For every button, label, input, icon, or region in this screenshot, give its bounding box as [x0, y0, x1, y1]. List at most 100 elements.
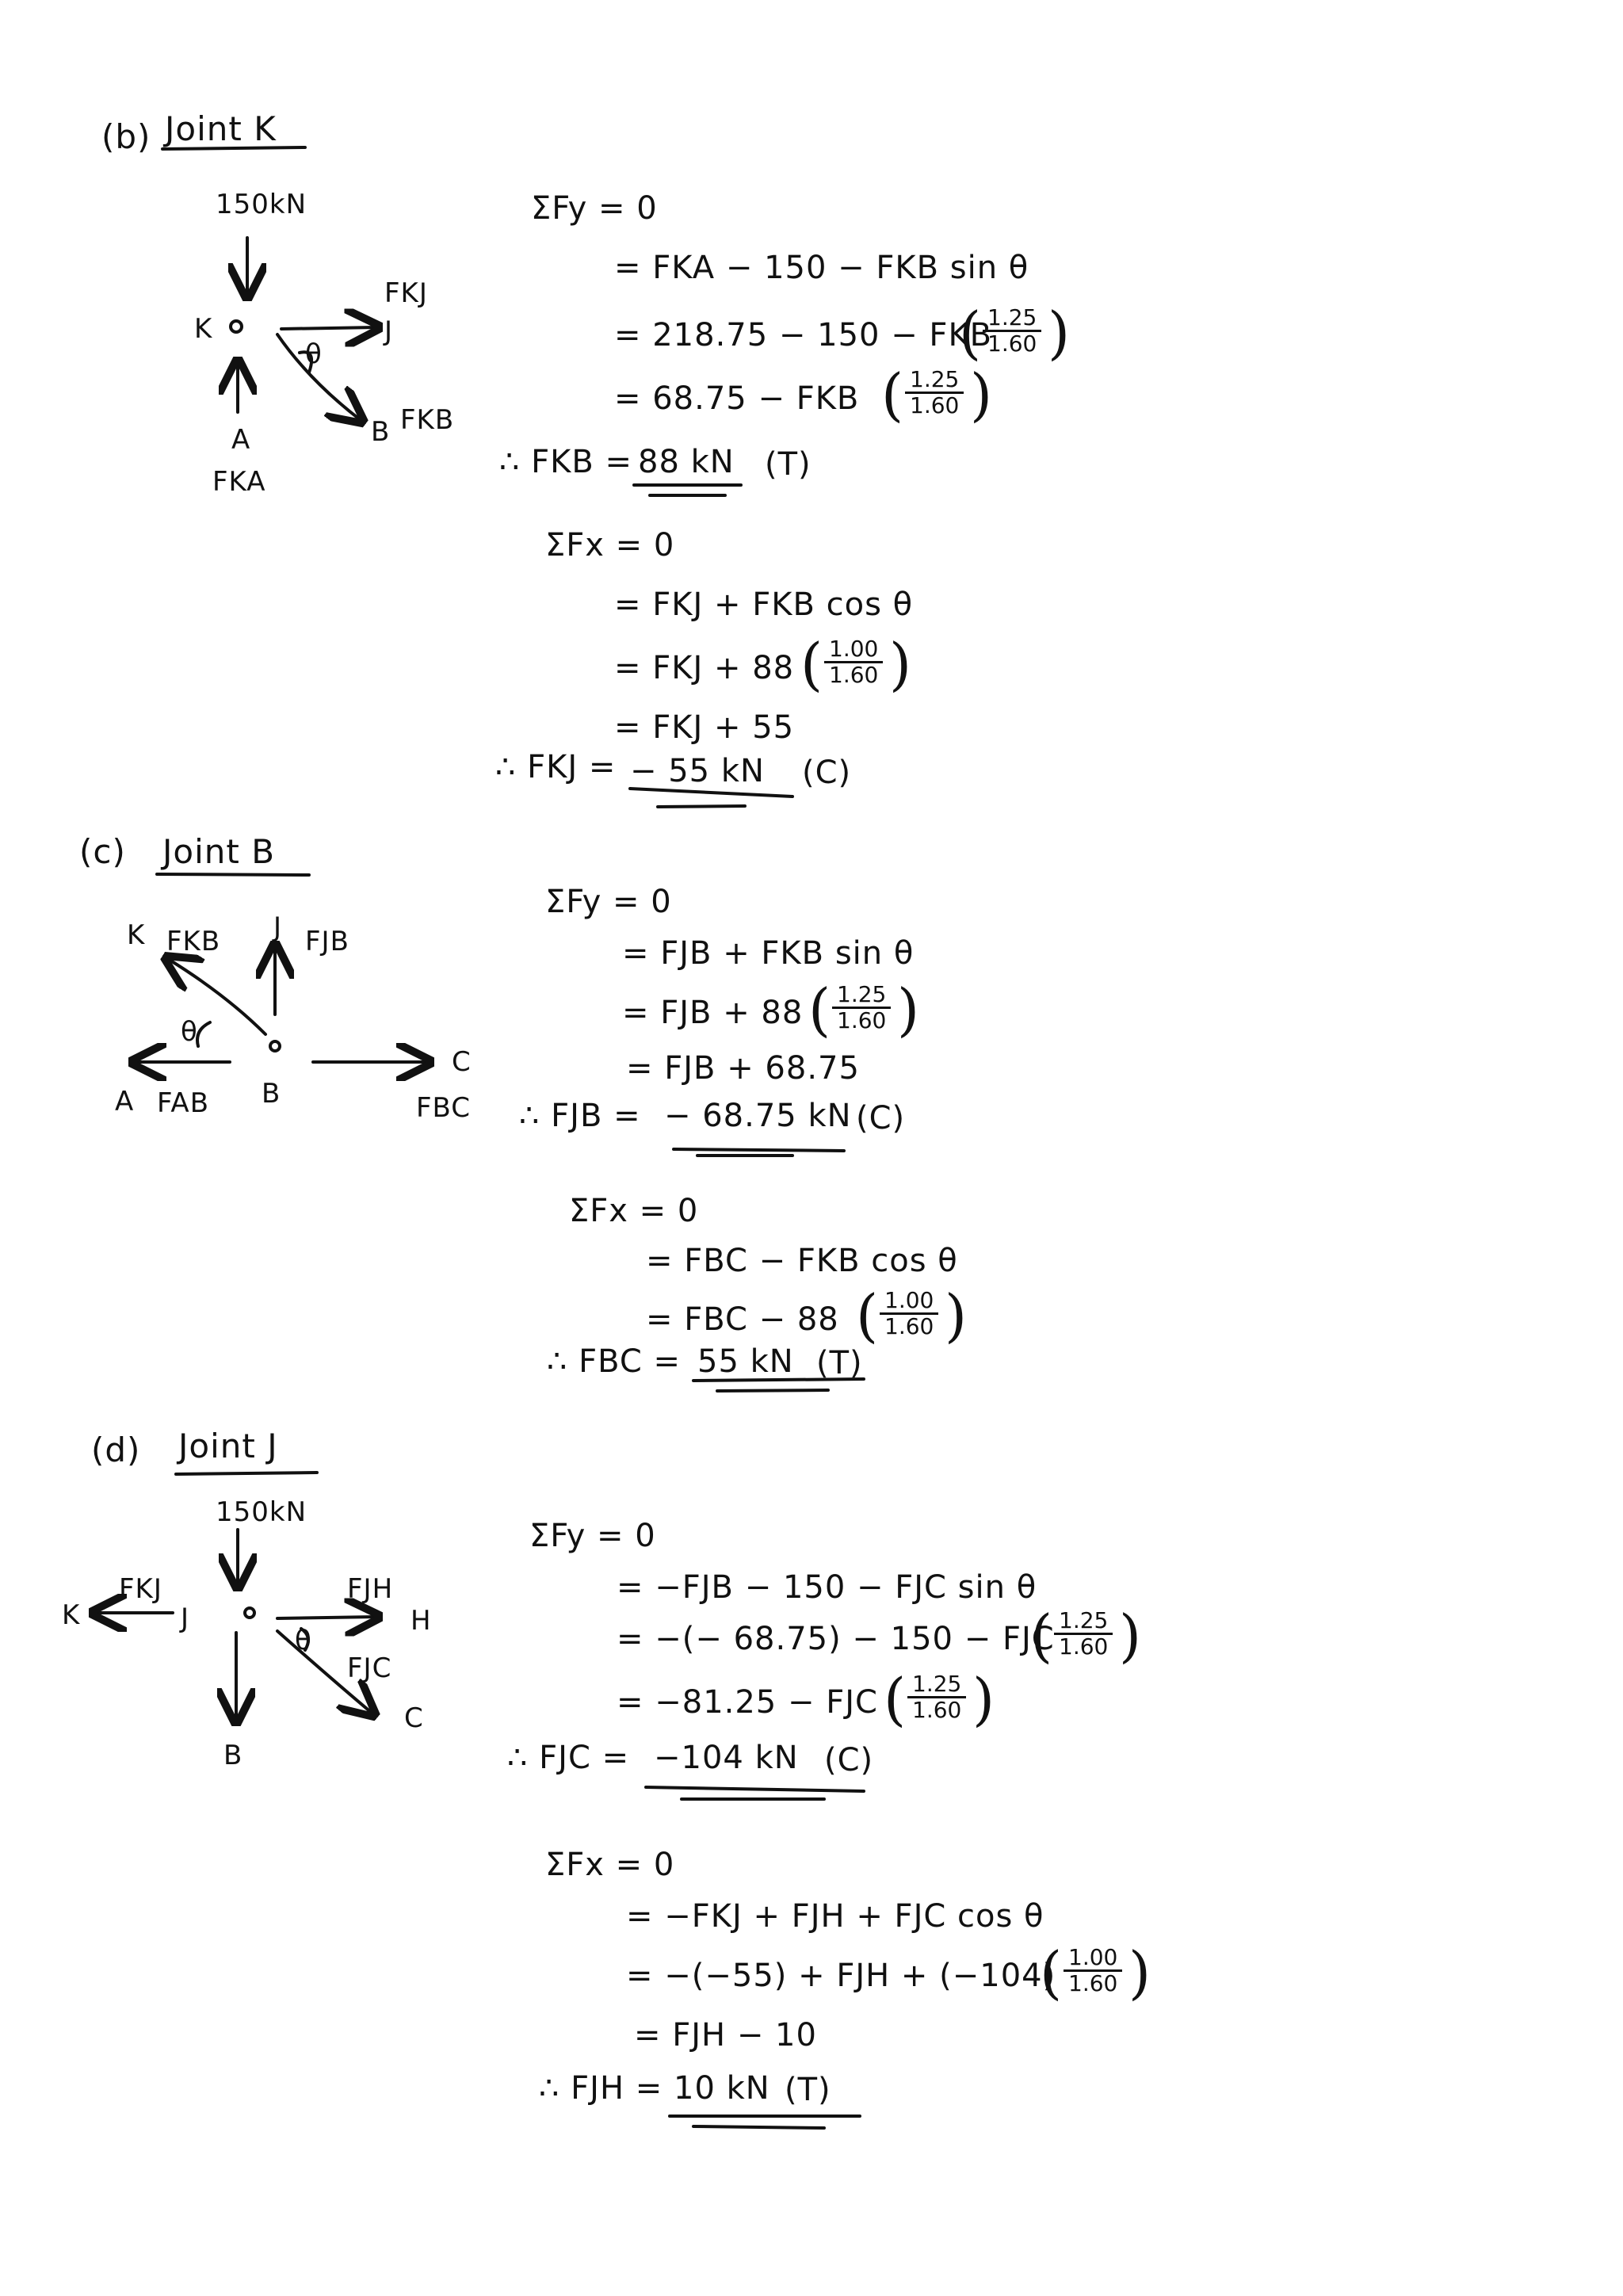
section-b-label: (b): [101, 117, 151, 156]
section-d-paren-close-3: ): [1128, 1939, 1151, 2006]
section-d-result-fjc-compression: (C): [824, 1742, 874, 1778]
section-d-result-fjc-label: ∴ FJC =: [507, 1740, 630, 1776]
fraction-numerator: 1.25: [832, 983, 892, 1009]
section-d-fkj-label: FKJ: [119, 1573, 162, 1605]
section-b-result-fkj-label: ∴ FKJ =: [495, 749, 617, 785]
section-b-load-label: 150kN: [216, 189, 307, 220]
section-c-node-label: B: [262, 1078, 281, 1110]
section-b-sin-fraction-2: 1.25 1.60: [905, 368, 964, 418]
section-d-paren-open: (: [1030, 1603, 1053, 1669]
section-c-result-fbc-tension: (T): [816, 1345, 863, 1381]
fraction-denominator: 1.60: [884, 1313, 934, 1339]
section-d-paren-open-2: (: [884, 1666, 907, 1733]
section-d-eq-line3: = −81.25 − FJC: [617, 1684, 878, 1721]
section-b-sin-fraction: 1.25 1.60: [983, 306, 1042, 357]
section-d-theta-label: θ: [295, 1625, 312, 1656]
section-d-result-fjh-label: ∴ FJH =: [539, 2070, 663, 2107]
section-b-eq-line5: = FKJ + 88: [614, 650, 795, 686]
section-d-b-label: B: [223, 1740, 243, 1771]
section-c-paren-open: (: [808, 976, 831, 1043]
section-b-j-label: J: [384, 315, 394, 347]
section-c-title: Joint B: [162, 832, 276, 871]
fraction-numerator: 1.25: [983, 306, 1042, 332]
section-c-c-label: C: [452, 1046, 472, 1078]
section-b-eq-line2: = 218.75 − 150 − FKB: [614, 317, 993, 353]
section-b-b-label: B: [371, 416, 391, 448]
section-c-eq-line2: = FJB + 88: [622, 995, 804, 1031]
section-c-paren-open-2: (: [856, 1282, 879, 1349]
section-b-paren-open: (: [959, 300, 982, 366]
section-d-eq-line2: = −(− 68.75) − 150 − FJC: [617, 1621, 1055, 1657]
section-c-fab-label: FAB: [157, 1087, 210, 1119]
section-b-fka-label: FKA: [212, 466, 266, 498]
fraction-denominator: 1.60: [1059, 1633, 1109, 1660]
section-d-paren-close-2: ): [972, 1666, 995, 1733]
section-b-paren-close-2: ): [970, 361, 993, 428]
fraction-numerator: 1.00: [824, 637, 884, 663]
fraction-numerator: 1.25: [907, 1672, 967, 1698]
fraction-numerator: 1.25: [1054, 1609, 1113, 1635]
fraction-denominator: 1.60: [1068, 1970, 1118, 1996]
section-d-h-label: H: [411, 1605, 432, 1637]
section-c-result-fbc-label: ∴ FBC =: [547, 1343, 682, 1380]
section-c-eq-line5: = FBC − 88: [646, 1301, 839, 1338]
section-c-sum-fx: ΣFx = 0: [569, 1193, 699, 1229]
fraction-denominator: 1.60: [910, 392, 960, 418]
section-b-sum-fx: ΣFx = 0: [545, 527, 675, 563]
section-c-result-fbc-value: 55 kN: [697, 1343, 794, 1380]
section-d-label: (d): [91, 1431, 141, 1469]
section-b-result-fkb-tension: (T): [765, 446, 812, 483]
section-d-eq-line1: = −FJB − 150 − FJC sin θ: [617, 1569, 1037, 1606]
section-c-label: (c): [79, 832, 126, 871]
section-d-eq-line5: = −(−55) + FJH + (−104): [626, 1958, 1056, 1994]
section-c-fbc-label: FBC: [416, 1092, 472, 1124]
section-b-fkb-label: FKB: [400, 404, 455, 436]
fraction-denominator: 1.60: [912, 1697, 962, 1723]
section-b-result-fkb-label: ∴ FKB =: [499, 444, 633, 480]
section-c-eq-line3: = FJB + 68.75: [626, 1050, 860, 1087]
section-d-load-label: 150kN: [216, 1496, 307, 1528]
fraction-denominator: 1.60: [987, 330, 1037, 357]
fraction-numerator: 1.00: [880, 1289, 939, 1315]
section-d-sum-fx: ΣFx = 0: [545, 1847, 675, 1883]
section-b-eq-line1: = FKA − 150 − FKB sin θ: [614, 250, 1029, 286]
section-d-eq-line6: = FJH − 10: [634, 2017, 817, 2053]
section-d-result-fjh-tension: (T): [785, 2072, 831, 2108]
section-d-k-label: K: [62, 1599, 81, 1631]
section-c-cos-fraction: 1.00 1.60: [880, 1289, 939, 1339]
section-b-eq-line3: = 68.75 − FKB: [614, 380, 860, 417]
section-c-paren-close: ): [897, 976, 920, 1043]
section-c-fjb-label: FJB: [305, 926, 349, 957]
section-c-a-label: A: [115, 1086, 135, 1117]
section-d-fjh-label: FJH: [347, 1573, 394, 1605]
section-b-theta-label: θ: [305, 338, 323, 370]
section-c-theta-label: θ: [181, 1016, 198, 1048]
section-c-j-label: J: [273, 911, 283, 943]
section-d-paren-open-3: (: [1040, 1939, 1063, 2006]
section-d-sin-fraction-2: 1.25 1.60: [907, 1672, 967, 1723]
section-b-paren-open-2: (: [881, 361, 904, 428]
section-d-result-fjh-value: 10 kN: [674, 2070, 770, 2107]
section-b-result-fkj-value: − 55 kN: [630, 753, 765, 789]
section-b-sum-fy: ΣFy = 0: [531, 190, 658, 227]
section-b-node-label: K: [194, 313, 213, 345]
section-c-sin-fraction: 1.25 1.60: [832, 983, 892, 1033]
section-b-paren-open-3: (: [800, 631, 823, 697]
section-d-node-label: J: [181, 1603, 190, 1634]
section-b-paren-close: ): [1048, 300, 1071, 366]
fraction-numerator: 1.00: [1064, 1946, 1123, 1972]
section-d-sum-fy: ΣFy = 0: [529, 1518, 656, 1554]
section-c-eq-line1: = FJB + FKB sin θ: [622, 935, 915, 972]
section-c-fkb-label: FKB: [166, 926, 221, 957]
section-c-result-fjb-label: ∴ FJB =: [519, 1098, 641, 1134]
section-c-paren-close-2: ): [945, 1282, 968, 1349]
section-c-k-label: K: [127, 919, 146, 951]
fraction-denominator: 1.60: [837, 1007, 887, 1033]
section-b-a-label: A: [231, 424, 251, 456]
section-b-fkj-label: FKJ: [384, 277, 428, 309]
section-b-eq-line4: = FKJ + FKB cos θ: [614, 586, 914, 623]
section-c-result-fjb-value: − 68.75 kN: [664, 1098, 852, 1134]
section-d-fjc-label: FJC: [347, 1652, 392, 1684]
section-d-c-label: C: [404, 1702, 424, 1734]
